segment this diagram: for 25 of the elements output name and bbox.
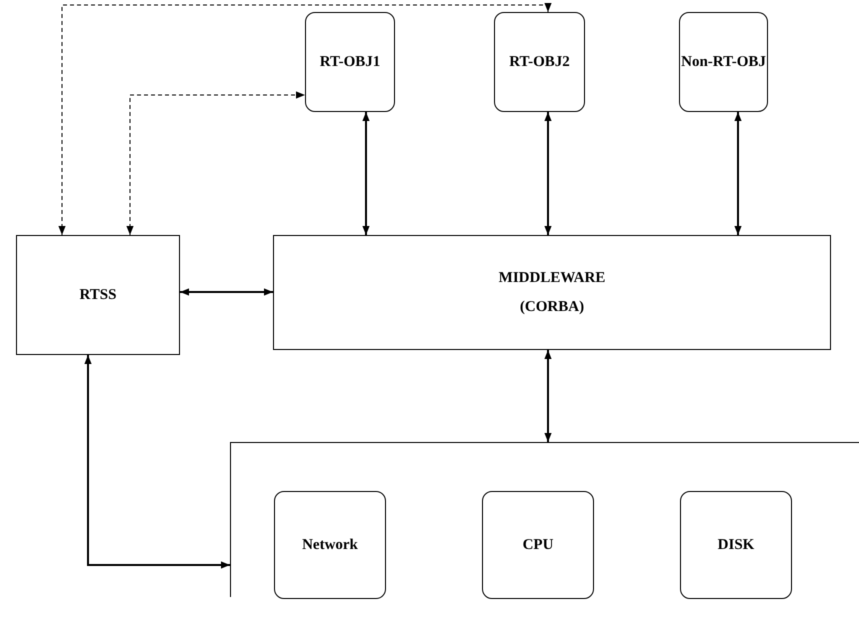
arrow [58,3,552,236]
process-box [16,235,180,355]
node-label: MIDDLEWARE (CORBA) [498,269,606,316]
node-label: Network [302,536,358,554]
rounded-box [680,491,792,599]
arrow [734,112,742,235]
rounded-box [494,12,585,112]
process-box [273,235,831,350]
arrow [362,112,370,235]
node-label: RT-OBJ2 [509,54,570,70]
arrow [544,112,552,235]
open-frame [230,442,859,597]
arrow [180,288,273,296]
node-label: Non-RT-OBJ [681,54,766,70]
node-label: RTSS [80,286,116,304]
arrow [544,350,552,442]
node-label: DISK [718,536,754,554]
rounded-box [482,491,594,599]
rounded-box [305,12,395,112]
node-label: RT-OBJ1 [320,54,380,70]
node-label: CPU [522,536,554,554]
arrow [84,355,230,569]
rounded-box [274,491,386,599]
rounded-box [679,12,768,112]
arrow [126,91,306,236]
